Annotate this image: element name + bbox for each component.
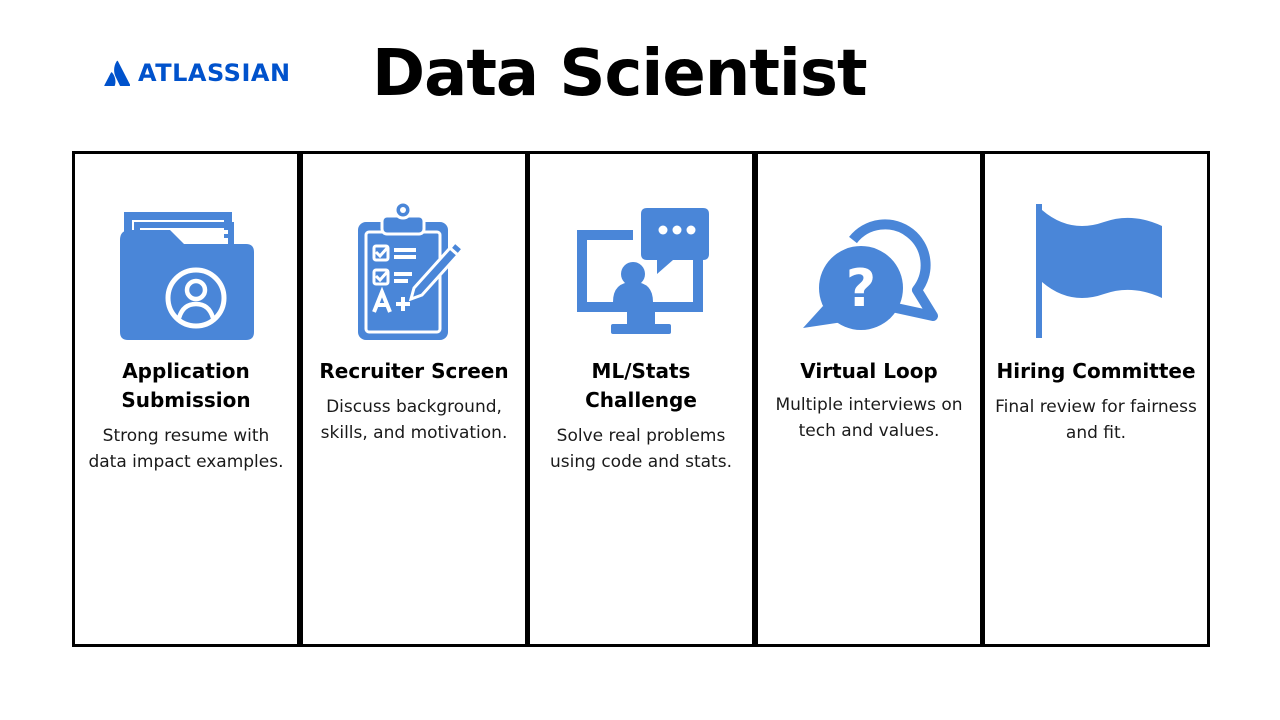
atlassian-mark-icon [104, 60, 130, 86]
clipboard-checklist-icon [344, 202, 484, 342]
atlassian-logo: ATLASSIAN [104, 58, 291, 88]
flag-icon [1026, 202, 1166, 342]
stage-description: Strong resume with data impact examples. [88, 426, 284, 472]
stage-title: ML/Stats Challenge [585, 359, 697, 412]
stage-title: Recruiter Screen [319, 359, 509, 383]
question-chat-bubbles-icon: ? [799, 202, 939, 342]
stage-hiring-committee: Hiring Committee Final review for fairne… [982, 151, 1210, 647]
stage-description: Final review for fairness and fit. [995, 397, 1197, 443]
folder-profile-icon [116, 202, 256, 342]
stage-application-submission: Application Submission Strong resume wit… [72, 151, 300, 647]
monitor-chat-icon [571, 202, 711, 342]
stage-virtual-loop: ? Virtual Loop Multiple interviews on te… [755, 151, 983, 647]
stage-description: Discuss background, skills, and motivati… [320, 397, 508, 443]
stage-recruiter-screen: Recruiter Screen Discuss background, ski… [300, 151, 528, 647]
stage-title: Application Submission [121, 359, 251, 412]
brand-name: ATLASSIAN [138, 59, 291, 87]
stage-title: Hiring Committee [996, 359, 1196, 383]
stage-title: Virtual Loop [800, 359, 938, 383]
stage-description: Multiple interviews on tech and values. [775, 395, 963, 441]
svg-text:?: ? [846, 259, 876, 319]
stage-description: Solve real problems using code and stats… [550, 426, 732, 472]
stage-ml-stats-challenge: ML/Stats Challenge Solve real problems u… [527, 151, 755, 647]
hiring-stages: Application Submission Strong resume wit… [72, 151, 1210, 647]
page-title: Data Scientist [372, 37, 868, 111]
